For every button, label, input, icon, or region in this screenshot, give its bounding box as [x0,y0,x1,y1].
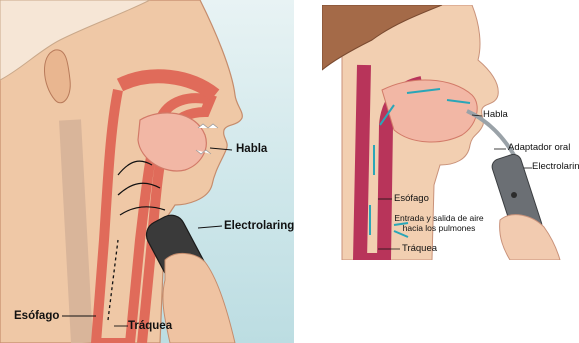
left-anatomy-drawing [0,0,294,343]
label-trachea: Tráquea [402,243,437,254]
hand [163,253,235,343]
label-electrolarynx: Electrolaringe [224,220,294,232]
label-esophagus: Esófago [394,193,429,204]
device-button [511,192,517,198]
label-airflow: Entrada y salida de aire hacia los pulmo… [392,213,486,233]
spine [70,120,82,343]
label-trachea: Tráquea [128,320,172,332]
label-oral-adapter: Adaptador oral [508,142,570,153]
label-speech: Habla [236,143,267,155]
right-illustration: Habla Adaptador oral Electrolaringe Esóf… [322,5,579,260]
label-electrolarynx: Electrolaringe [532,161,579,172]
label-esophagus: Esófago [14,310,59,322]
label-speech: Habla [483,109,508,120]
hand [500,215,560,260]
left-illustration: Habla Electrolaringe Esófago Tráquea [0,0,294,343]
leader-electrolaringe [198,226,222,228]
